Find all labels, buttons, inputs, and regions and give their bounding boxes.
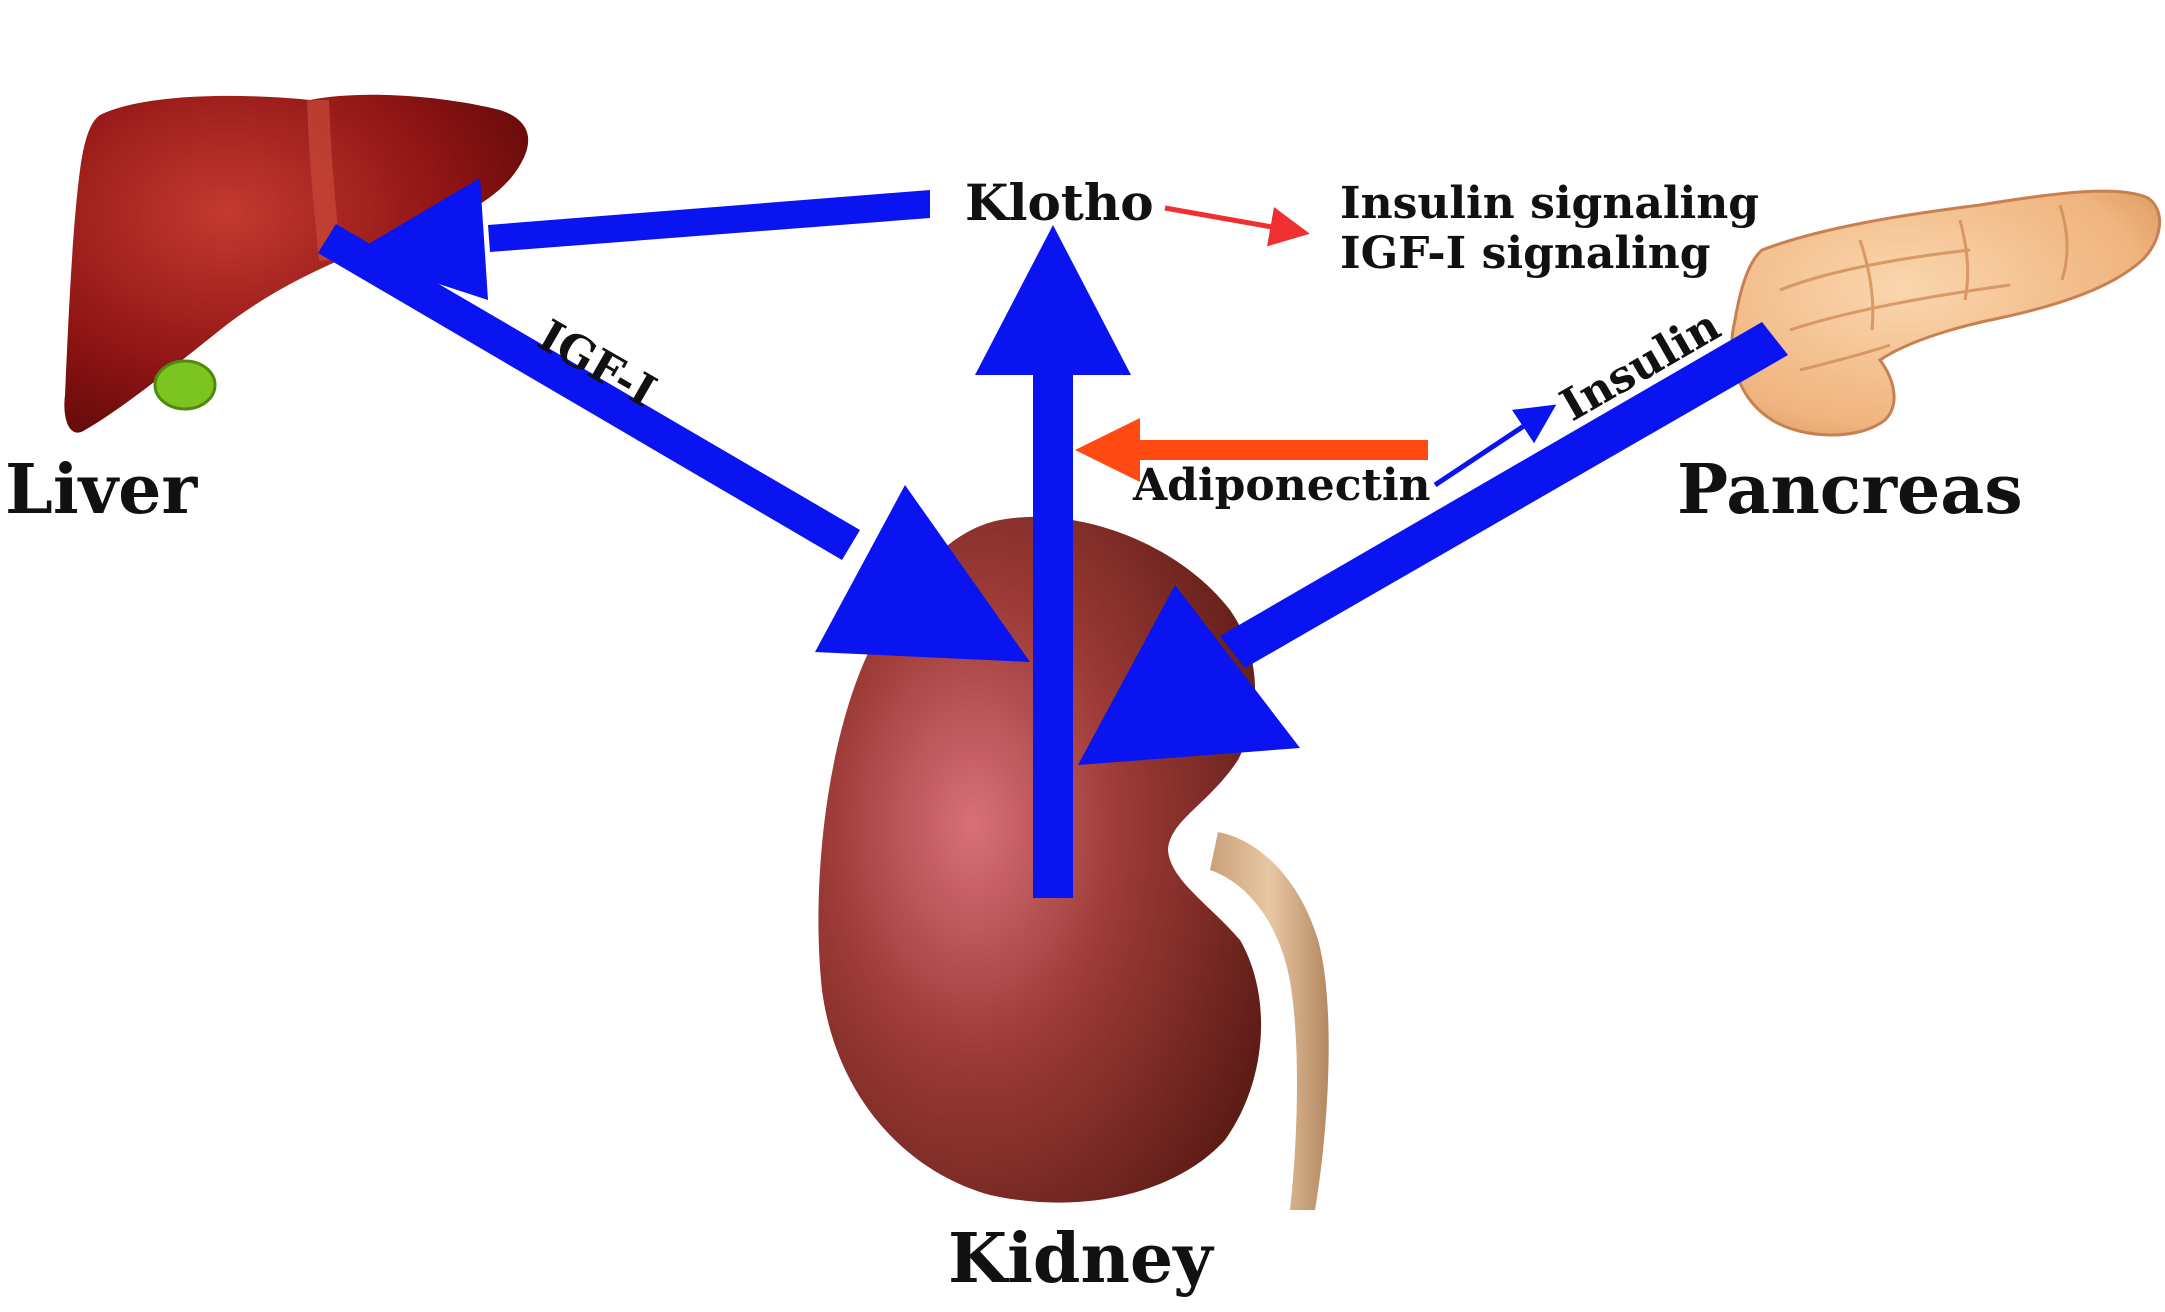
pancreas-illustration: [1730, 189, 2162, 437]
label-insulin-signaling: Insulin signaling: [1340, 178, 1759, 229]
arrow-adiponectin-to-insulin: [1433, 404, 1557, 488]
label-igf-signaling: IGF-I signaling: [1340, 228, 1711, 279]
arrow-liver-to-kidney: [318, 224, 1030, 662]
arrow-adiponectin-to-klotho: [1075, 418, 1428, 482]
gallbladder: [153, 359, 217, 411]
label-klotho: Klotho: [965, 173, 1154, 232]
arrow-pancreas-to-kidney: [1078, 322, 1788, 765]
arrow-kidney-to-klotho: [975, 225, 1131, 898]
label-adiponectin: Adiponectin: [1132, 460, 1431, 511]
label-liver: Liver: [5, 450, 198, 530]
label-pancreas: Pancreas: [1677, 450, 2023, 530]
arrow-klotho-to-liver: [350, 178, 930, 300]
arrow-klotho-to-signaling: [1164, 205, 1310, 247]
label-kidney: Kidney: [948, 1219, 1215, 1299]
